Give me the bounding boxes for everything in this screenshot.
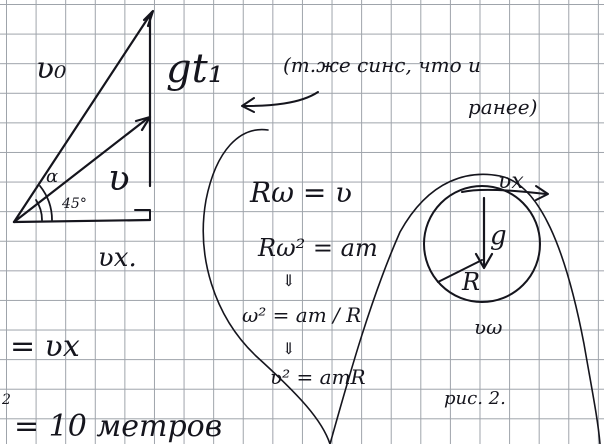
vx-tangent-arrow <box>461 188 547 195</box>
v-label: ʋ <box>108 158 130 199</box>
circle-g-label: g <box>490 221 507 251</box>
v-vector <box>12 116 150 224</box>
equation-4: ʋ² = aтR <box>270 365 366 389</box>
note-line-2: ранее) <box>468 95 537 119</box>
circle-omega-label: ʋω <box>474 315 502 339</box>
implies-arrow-1: ⇓ <box>282 271 295 290</box>
right-angle-mark <box>134 209 151 221</box>
circle-figure: ʋx g R ʋω рис. 2. <box>423 169 549 409</box>
bottom-lines: = ʋx 2 = 10 метров <box>1 329 222 444</box>
v-arrowhead <box>134 115 152 132</box>
angle-arc-inner <box>35 199 43 221</box>
velocity-triangle: ʋ₀ α 45° ʋ ʋx. gt₁ <box>12 9 224 273</box>
angle-alpha-label: α <box>46 166 58 187</box>
circle-r-label: R <box>461 268 480 296</box>
gt-label: gt₁ <box>166 46 224 92</box>
v0-vector <box>12 10 154 224</box>
circle-vx-label: ʋx <box>498 169 524 194</box>
osculating-circle <box>423 185 541 303</box>
vx-tangent-arrowhead <box>535 185 549 201</box>
curved-arrow-head <box>241 97 255 113</box>
equation-3: ω² = aт / R <box>242 303 361 327</box>
equation-1: Rω = ʋ <box>249 176 352 209</box>
curved-arrow <box>243 91 319 107</box>
radius-line <box>437 259 483 283</box>
vx-label: ʋx. <box>98 243 137 273</box>
angle-arc-outer <box>39 185 53 221</box>
equation-column: Rω = ʋ Rω² = aт ⇓ ω² = aт / R ⇓ ʋ² = aтR <box>242 176 378 389</box>
trajectory-curve <box>202 128 601 444</box>
v0-label: ʋ₀ <box>36 51 66 86</box>
note-line-1: (т.же синс, что и <box>283 53 481 77</box>
vx-horizontal-line <box>12 218 152 224</box>
implies-arrow-2: ⇓ <box>282 339 295 358</box>
figure-caption: рис. 2. <box>444 388 506 409</box>
angle-value-label: 45° <box>61 196 87 212</box>
g-arrowhead <box>474 252 494 270</box>
equation-2: Rω² = aт <box>257 234 378 262</box>
bottom-line-1: = ʋx <box>10 329 80 364</box>
bottom-superscript: 2 <box>1 392 11 408</box>
top-note: (т.же синс, что и ранее) <box>241 53 537 119</box>
bottom-line-2: = 10 метров <box>14 409 222 444</box>
